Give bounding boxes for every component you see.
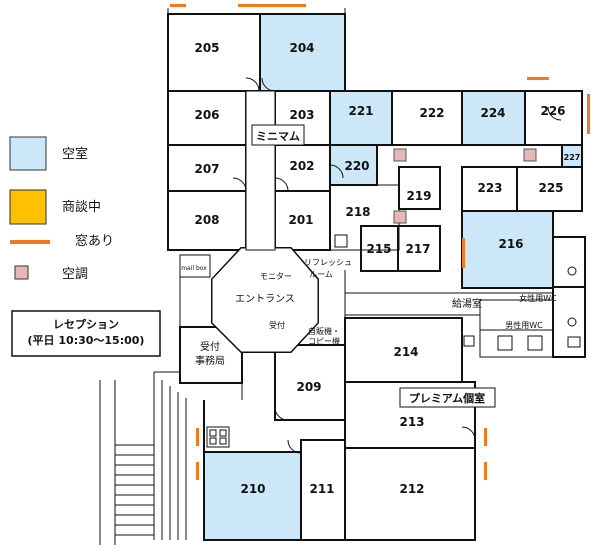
room-206: 206 <box>194 108 219 122</box>
room-216-fill <box>462 211 553 288</box>
room-217: 217 <box>405 242 430 256</box>
room-210: 210 <box>240 482 265 496</box>
room-218: 218 <box>345 205 370 219</box>
room-203: 203 <box>289 108 314 122</box>
office-label-1: 受付 <box>200 340 220 353</box>
aircon-marker <box>393 148 407 162</box>
monitor-label: モニター <box>260 272 292 281</box>
legend-label-negotiating: 商談中 <box>62 199 101 215</box>
reception-hours: (平日 10:30～15:00) <box>28 334 145 347</box>
premium-label: プレミアム個室 <box>409 391 485 405</box>
room-209: 209 <box>296 380 321 394</box>
room-221-fill <box>330 91 392 145</box>
legend: 空室 商談中 窓あり 空調 <box>9 136 114 282</box>
table-fixture <box>206 426 230 448</box>
entrance-label: エントランス <box>235 293 295 305</box>
door-swings <box>232 77 562 454</box>
room-227: 227 <box>564 153 581 162</box>
reception-box: レセプション (平日 10:30～15:00) <box>11 310 161 357</box>
legend-swatch-vacant <box>9 136 47 171</box>
room-202: 202 <box>289 159 314 173</box>
room-222: 222 <box>419 106 444 120</box>
room-221: 221 <box>348 104 373 118</box>
mens-wc-label: 男性用WC <box>505 320 543 330</box>
legend-label-window: 窓あり <box>75 233 114 249</box>
room-212: 212 <box>399 482 424 496</box>
refresh-room-label-2: ルーム <box>309 270 333 279</box>
room-216: 216 <box>498 237 523 251</box>
reception-title: レセプション <box>53 317 119 331</box>
minimum-label: ミニマム <box>256 130 300 143</box>
legend-swatch-window <box>10 240 50 244</box>
reception-desk-label: 受付 <box>269 320 285 330</box>
room-214: 214 <box>393 345 418 359</box>
womens-wc-label: 女性用WC <box>519 293 557 303</box>
room-204-fill <box>260 14 345 91</box>
room-213: 213 <box>399 415 424 429</box>
vending-label-1: 自販機・ <box>308 326 340 336</box>
legend-label-aircon: 空調 <box>62 267 88 282</box>
mailbox-label: mail box <box>181 265 207 272</box>
room-224-fill <box>462 91 525 145</box>
aircon-marker <box>393 210 407 224</box>
room-223: 223 <box>477 181 502 195</box>
room-204: 204 <box>289 41 314 55</box>
legend-swatch-negotiating <box>9 189 47 225</box>
room-227-fill <box>562 145 582 167</box>
room-226: 226 <box>540 104 565 118</box>
aircon-marker <box>523 148 537 162</box>
room-207: 207 <box>194 162 219 176</box>
room-201: 201 <box>288 213 313 227</box>
room-224: 224 <box>480 106 505 120</box>
corridor-column <box>245 90 276 251</box>
room-208: 208 <box>194 213 219 227</box>
room-220-fill <box>330 145 377 185</box>
room-211: 211 <box>309 482 334 496</box>
legend-label-vacant: 空室 <box>62 146 88 162</box>
legend-swatch-aircon <box>14 265 29 280</box>
room-220: 220 <box>344 159 369 173</box>
refresh-room-label-1: リフレッシュ <box>304 258 352 267</box>
room-225: 225 <box>538 181 563 195</box>
room-205: 205 <box>194 41 219 55</box>
office-label-2: 事務局 <box>195 354 225 367</box>
room-210-fill <box>204 452 301 540</box>
room-219: 219 <box>406 189 431 203</box>
vending-label-2: コピー機 <box>308 336 340 346</box>
kitchen-label: 給湯室 <box>452 297 482 310</box>
room-215: 215 <box>366 242 391 256</box>
window-markers <box>170 4 590 480</box>
